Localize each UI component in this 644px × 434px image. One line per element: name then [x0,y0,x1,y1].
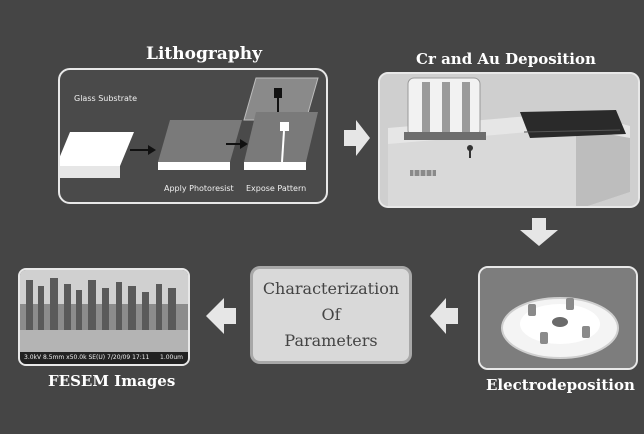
vent [410,170,436,176]
characterization-line-3: Parameters [284,331,378,350]
glass-substrate-top [60,132,134,166]
step-arrow-2-head [240,139,248,149]
fesem-panel: 3.0kV 8.5mm x50.0k SE(U) 7/20/09 17:11 1… [18,268,190,366]
arrow-down-icon [520,218,558,246]
deposition-title: Cr and Au Deposition [416,50,596,68]
exposed-pad [280,122,289,131]
lithography-title: Lithography [146,44,262,64]
step-label-apply-photoresist: Apply Photoresist [164,184,234,193]
photoresist-layer [158,120,242,162]
fesem-title: FESEM Images [48,372,176,390]
deposition-machine-image [380,74,638,206]
fesem-image [20,270,188,364]
exposed-substrate [244,162,306,170]
mask-pattern [274,88,282,98]
control-panel [520,110,626,138]
fesem-info-bar [20,352,188,364]
fesem-scale: 1.00um [160,354,184,361]
arrow-right-icon [344,120,370,156]
lithography-illustration [60,77,319,178]
lithography-panel: Glass Substrate Apply Photoresist Expose… [58,68,328,204]
fixture-center-hole [552,317,568,327]
deposition-panel [378,72,640,208]
arrow-left-icon [430,298,458,334]
glass-substrate-side [60,166,120,178]
step-arrow-1-head [148,145,156,155]
arrow-left-icon [206,298,236,334]
photoresist-substrate [158,162,230,170]
characterization-box: Characterization Of Parameters [250,266,412,364]
electrodeposition-panel [478,266,638,370]
step-label-expose-pattern: Expose Pattern [246,184,307,193]
step-label-glass-substrate: Glass Substrate [74,94,137,103]
fixture-clips [528,298,590,344]
exposed-resist [244,112,318,162]
nanostructure-pillars [26,278,176,334]
fesem-caption: 3.0kV 8.5mm x50.0k SE(U) 7/20/09 17:11 [24,354,150,361]
characterization-line-2: Of [321,305,341,324]
electrodeposition-title: Electrodeposition [486,376,635,394]
electrodeposition-fixture-image [480,268,636,368]
characterization-line-1: Characterization [262,279,400,298]
